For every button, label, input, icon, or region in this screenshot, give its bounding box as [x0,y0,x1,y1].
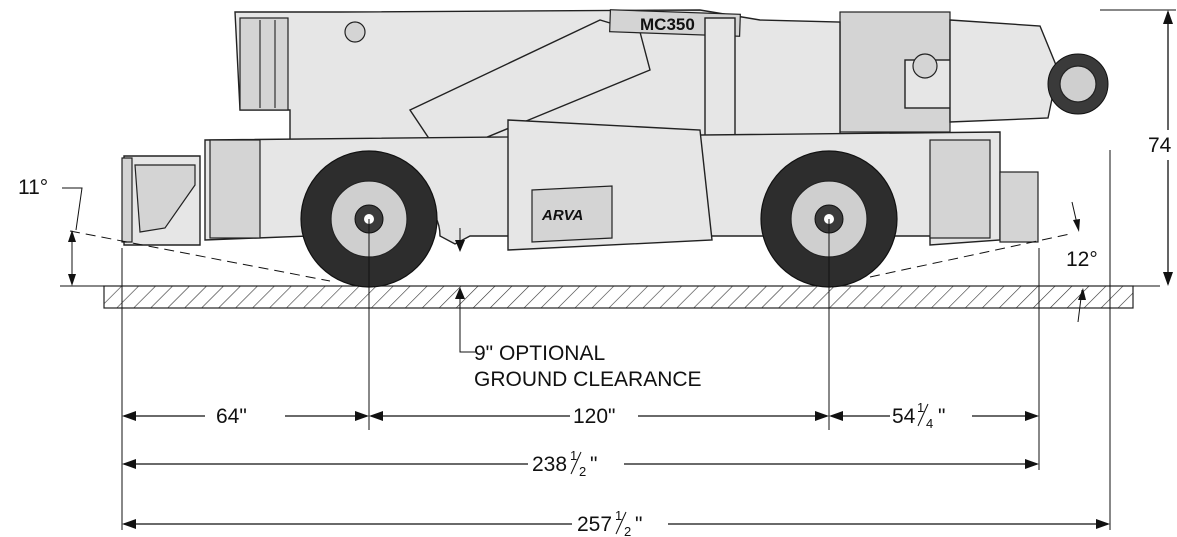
overall-length-unit: " [635,513,642,536]
hook-block-icon [1047,53,1109,115]
clearance-line1: 9" OPTIONAL [474,342,605,365]
overall-length-num: 1 [615,508,622,523]
dim-chassis-length: 238 1 2 " [122,448,1039,479]
chassis-length-whole: 238 [532,453,567,476]
dim-front-overhang: 64" [122,405,369,428]
ground-clearance-callout: 9" OPTIONAL GROUND CLEARANCE [455,228,702,391]
clearance-line2: GROUND CLEARANCE [474,368,702,391]
dim-overall-length: 257 1 2 " [122,508,1110,537]
front-overhang-value: 64" [216,405,247,428]
wheelbase-value: 120" [573,405,616,428]
rear-overhang-num: 1 [917,400,924,415]
height-value: 74 [1148,134,1172,157]
ground-hatch [103,285,1134,309]
chassis-length-den: 2 [579,464,586,479]
rear-overhang-den: 4 [926,416,933,431]
rear-overhang-unit: " [938,405,945,428]
front-angle-label: 11° [18,176,48,199]
overall-length-den: 2 [624,524,631,537]
dim-wheelbase: 120" [369,405,829,428]
rear-overhang-whole: 54 [892,405,916,428]
angle-lines [60,230,1160,287]
chassis-length-unit: " [590,453,597,476]
rear-angle-marker: 12° [1066,201,1098,323]
height-dimension: 74 [1100,9,1176,286]
chassis-length-num: 1 [570,448,577,463]
rear-angle-label: 12° [1066,248,1098,271]
model-label: MC350 [640,15,695,34]
front-angle-marker: 11° [18,176,83,286]
extension-lines [121,150,1111,530]
overall-length-whole: 257 [577,513,612,536]
crane-illustration: MC350 ARVA [121,9,1109,288]
dim-rear-overhang: 54 1 4 " [829,400,1039,431]
brand-label: ARVA [541,207,583,224]
